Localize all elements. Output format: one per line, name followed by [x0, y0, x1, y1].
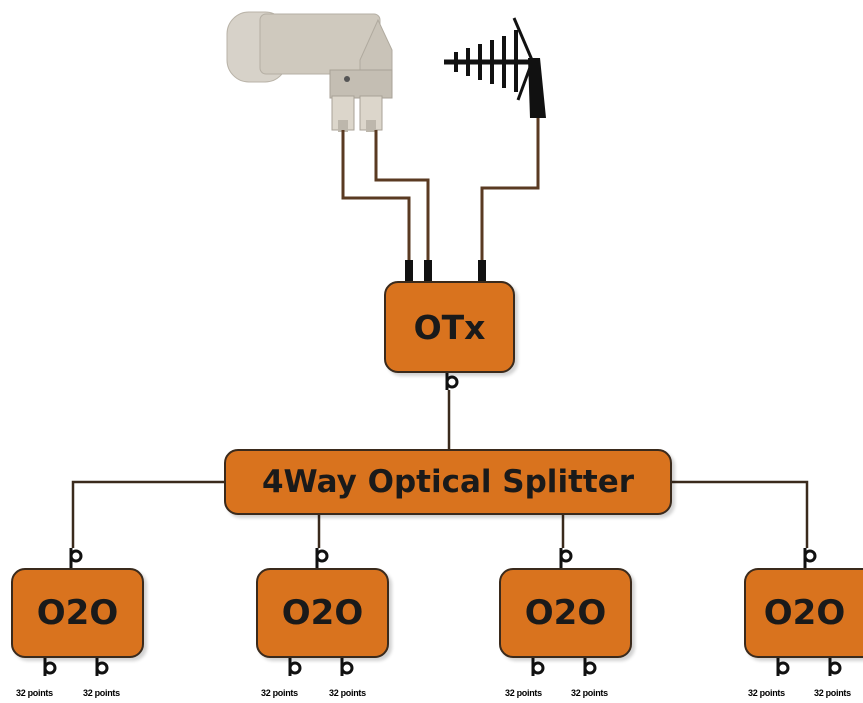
optical-splitter-box: 4Way Optical Splitter — [224, 449, 672, 515]
output-points-label: 32 points — [83, 688, 120, 698]
output-points-label: 32 points — [16, 688, 53, 698]
fibre-connector-icon — [69, 375, 817, 563]
o2o-label: O2O — [36, 593, 119, 633]
output-points-label: 32 points — [261, 688, 298, 698]
splitter-label: 4Way Optical Splitter — [261, 464, 635, 500]
terrestrial-antenna-icon — [444, 17, 546, 118]
o2o-box-3: O2O — [499, 568, 632, 658]
connector-stems — [69, 373, 807, 568]
output-points-label: 32 points — [748, 688, 785, 698]
output-points-label: 32 points — [505, 688, 542, 698]
o2o-label: O2O — [281, 593, 364, 633]
o2o-label: O2O — [524, 593, 607, 633]
output-points-label: 32 points — [571, 688, 608, 698]
satellite-lnb-icon — [226, 11, 393, 132]
o2o-label: O2O — [763, 593, 846, 633]
fibre-lines — [71, 390, 809, 548]
otx-label: OTx — [413, 307, 486, 347]
coax-cables — [341, 118, 540, 262]
output-connectors — [43, 658, 842, 676]
o2o-box-2: O2O — [256, 568, 389, 658]
o2o-box-4: O2O — [744, 568, 863, 658]
o2o-box-1: O2O — [11, 568, 144, 658]
otx-box: OTx — [384, 281, 515, 373]
otx-input-connectors — [405, 260, 486, 282]
output-points-label: 32 points — [329, 688, 366, 698]
output-points-label: 32 points — [814, 688, 851, 698]
